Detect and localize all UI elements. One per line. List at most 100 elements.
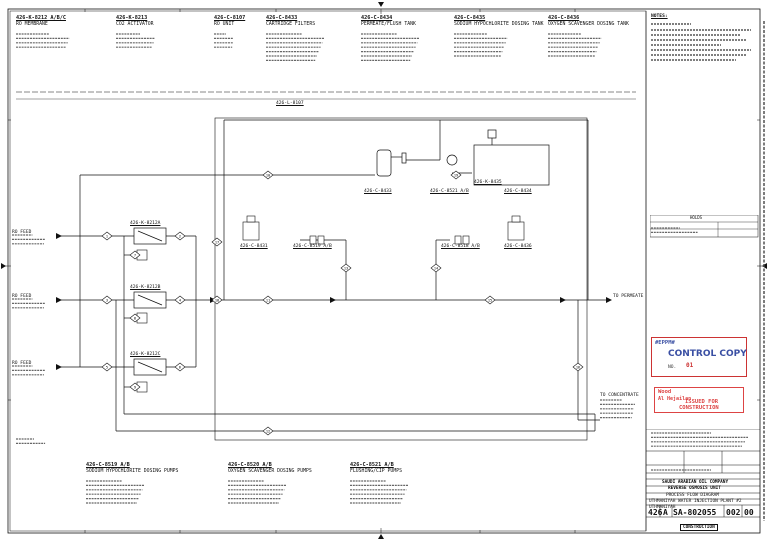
stream-marker (174, 231, 186, 241)
tb-drawing-title: PROCESS FLOW DIAGRAM (666, 493, 719, 498)
tank-tag: 426-K-8435 (474, 180, 502, 185)
unit-a-tag: 426-K-8212A (130, 221, 161, 226)
ifc-company: Wood (658, 389, 672, 395)
stream-number: 4 (179, 299, 181, 303)
ro-unit-a (133, 227, 167, 245)
stream-marker (262, 170, 274, 180)
stream-marker (450, 170, 462, 180)
equipment-description: RO MEMBRANE (16, 22, 48, 27)
holds-table (650, 215, 759, 238)
equipment-tag: 426-C-8520 A/B (228, 462, 272, 468)
dosing-pump-a-tag: 426-C-8519 A/B (293, 244, 332, 249)
dosing-pump-b-tag: 426-C-8518 A/B (441, 244, 480, 249)
stream-number: 15 (488, 299, 492, 303)
stream-number: 5 (106, 366, 108, 370)
unit-boundary (214, 117, 588, 441)
stream-marker (262, 295, 274, 305)
control-copy-stamp: #EPPM# CONTROL COPY NO. 01 (651, 337, 747, 377)
equipment-tag: 426-K-8212 A/B/C (16, 15, 66, 21)
tb-project: REVERSE OSMOSIS UNIT (668, 486, 721, 491)
dosing-package-b (507, 215, 525, 241)
stamp-org: #EPPM# (655, 340, 675, 346)
tb-plant-no: 426 (648, 508, 663, 517)
center-mark-left (1, 263, 6, 269)
stream-number: 6 (179, 366, 181, 370)
tb-status: CONSTRUCTION (680, 524, 718, 531)
tb-drawing-no: SA-802055 (673, 508, 717, 517)
process-lines (60, 119, 610, 432)
equipment-tag: 426-C-8436 (548, 15, 580, 21)
permeate-vessel (376, 149, 407, 177)
equipment-tag: 426-C-8434 (361, 15, 393, 21)
equipment-description: SODIUM HYPOCHLORITE DOSING TANK (454, 22, 544, 27)
holds-title: HOLDS (690, 215, 703, 220)
stream-marker (129, 250, 141, 260)
side-margin-text (763, 21, 765, 521)
stream-number: 9 (134, 386, 136, 390)
stream-marker (129, 382, 141, 392)
center-mark-top (378, 2, 384, 7)
grid-ticks (3, 9, 765, 533)
equipment-tag: 426-K-8213 (116, 15, 148, 21)
equipment-tag: 426-C-8519 A/B (86, 462, 130, 468)
filter-tag: 426-C-8433 (364, 189, 392, 194)
tb-sheet: 002 (726, 508, 741, 517)
ifc-stamp: Wood Al Hejailan ISSUED FOR CONSTRUCTION (654, 387, 744, 413)
pump-tag: 426-C-8521 A/B (430, 189, 469, 194)
equipment-description: OXYGEN SCAVENGER DOSING TANK (548, 22, 629, 27)
inlet-3-label: RO FEED (12, 361, 32, 366)
stamp-no-value: 01 (686, 362, 694, 369)
stream-marker (340, 263, 352, 273)
inlet-2-label: RO FEED (12, 294, 32, 299)
tb-index: A (663, 508, 668, 517)
stream-marker (101, 295, 113, 305)
stamp-no-label: NO. (668, 365, 677, 370)
tb-rev: 00 (744, 508, 754, 517)
ifc-line-2: CONSTRUCTION (679, 405, 719, 411)
equipment-description: PERMEATE/FLUSH TANK (361, 22, 416, 27)
unit-c-tag: 426-K-8212C (130, 352, 161, 357)
ro-unit-b (133, 291, 167, 309)
stream-marker (572, 362, 584, 372)
equipment-tag: 426-C-8107 (214, 15, 246, 21)
dosing-pumps (309, 235, 470, 245)
notes-title: NOTES: (651, 14, 668, 19)
stream-number: 18 (215, 299, 219, 303)
stream-marker (174, 362, 186, 372)
stream-number: 16 (576, 366, 580, 370)
notes-lines (651, 23, 751, 61)
equipment-description: CO2 ACTIVATOR (116, 22, 154, 27)
dosing-package-a (242, 215, 260, 241)
inlet-1-label: RO FEED (12, 230, 32, 235)
unit-b-tag: 426-K-8212B (130, 285, 161, 290)
tb-owner: SAUDI ARABIAN OIL COMPANY (662, 480, 729, 485)
stream-marker (211, 237, 223, 247)
stream-number: 19 (454, 174, 458, 178)
title-block-frame (646, 429, 760, 518)
stream-number: 17 (215, 241, 219, 245)
stream-number: 1 (106, 235, 108, 239)
dosing-tag: 426-C-8431 (240, 244, 268, 249)
center-mark-bottom (378, 534, 384, 539)
equipment-description: FLUSHING/CIP PUMPS (350, 469, 402, 474)
tank-tag-b: 426-C-8434 (504, 189, 532, 194)
sheet-border (7, 8, 761, 534)
equipment-tag: 426-C-8435 (454, 15, 486, 21)
flow-arrows (56, 233, 612, 370)
equipment-tag: 426-C-8433 (266, 15, 298, 21)
stream-marker (484, 295, 496, 305)
header-line-label: 426-L-8107 (276, 101, 304, 106)
stream-number: 2 (179, 235, 181, 239)
stream-marker (211, 295, 223, 305)
stream-marker (174, 295, 186, 305)
equipment-description: OXYGEN SCAVENGER DOSING PUMPS (228, 469, 312, 474)
stream-marker (430, 263, 442, 273)
stream-marker (262, 426, 274, 436)
ifc-company-2: Al Hejailan (658, 396, 692, 402)
equipment-description: SODIUM HYPOCHLORITE DOSING PUMPS (86, 469, 179, 474)
stream-number: 7 (134, 254, 136, 258)
